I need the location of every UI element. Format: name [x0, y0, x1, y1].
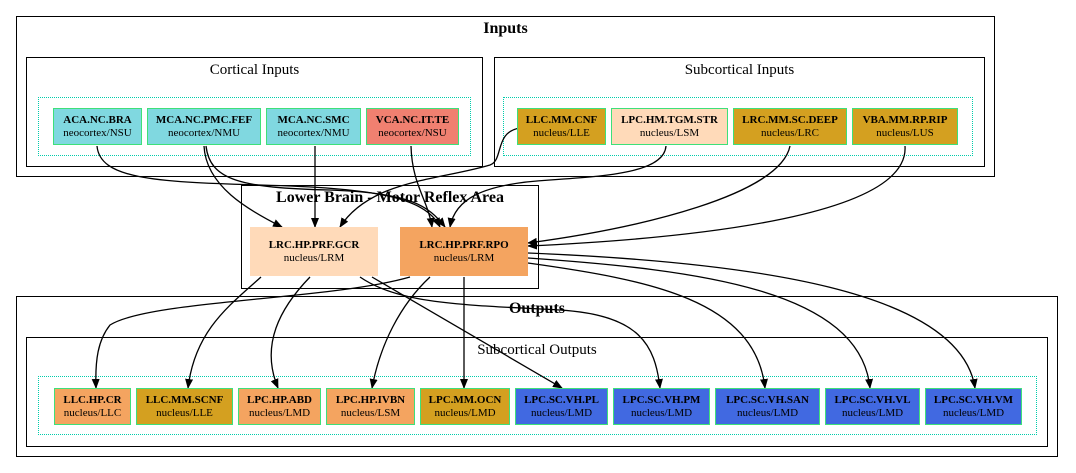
node-sublabel: nucleus/LRM	[433, 251, 495, 264]
edge-lpc-hm-tgm-str-to-rpo	[447, 145, 667, 228]
node-sublabel: neocortex/NSU	[378, 126, 447, 139]
node-label: LPC.SC.VH.SAN	[726, 393, 809, 406]
node-sublabel: nucleus/LLC	[63, 406, 122, 419]
node-lpc-hp-abd[interactable]: LPC.HP.ABD nucleus/LMD	[238, 388, 321, 425]
edge-rpo-to-lpc-sc-vh-san	[527, 262, 768, 389]
subcortical-outputs-group	[38, 376, 1037, 435]
subcortical-inputs-group	[503, 97, 973, 156]
node-llc-hp-cr[interactable]: LLC.HP.CR nucleus/LLC	[54, 388, 131, 425]
node-sublabel: nucleus/LMD	[248, 406, 311, 419]
node-sublabel: nucleus/LLE	[533, 126, 590, 139]
node-llc-mm-scnf[interactable]: LLC.MM.SCNF nucleus/LLE	[136, 388, 233, 425]
cluster-subcortical-inputs-title: Subcortical Inputs	[684, 62, 795, 78]
node-mca-nc-smc[interactable]: MCA.NC.SMC neocortex/NMU	[266, 108, 361, 145]
node-label: LLC.MM.SCNF	[145, 393, 224, 406]
node-lrc-mm-sc-deep[interactable]: LRC.MM.SC.DEEP nucleus/LRC	[733, 108, 847, 145]
node-label: MCA.NC.PMC.FEF	[155, 113, 253, 126]
edge-vca-nc-it-te-to-rpo	[410, 145, 435, 228]
edge-mca-nc-pmc-fef-to-gcr	[203, 145, 283, 228]
node-lpc-mm-ocn[interactable]: LPC.MM.OCN nucleus/LMD	[420, 388, 510, 425]
node-sublabel: nucleus/LRC	[760, 126, 820, 139]
cluster-subcortical-outputs: Subcortical Outputs	[26, 337, 1048, 447]
cluster-subcortical-inputs: Subcortical Inputs	[494, 57, 985, 167]
edge-vba-mm-rp-rip-to-rpo	[527, 145, 906, 250]
edge-rpo-to-lpc-sc-vh-vm	[527, 252, 978, 389]
node-lpc-sc-vh-pl[interactable]: LPC.SC.VH.PL nucleus/LMD	[515, 388, 608, 425]
node-label: LPC.HP.IVBN	[335, 393, 406, 406]
cluster-cortical-inputs-title: Cortical Inputs	[209, 62, 300, 78]
cluster-cortical-inputs: Cortical Inputs	[26, 57, 483, 167]
node-llc-mm-cnf[interactable]: LLC.MM.CNF nucleus/LLE	[517, 108, 606, 145]
node-sublabel: nucleus/LUS	[876, 126, 934, 139]
node-label: LLC.MM.CNF	[525, 113, 598, 126]
cortical-inputs-group	[38, 97, 471, 156]
node-aca-nc-bra[interactable]: ACA.NC.BRA neocortex/NSU	[53, 108, 142, 145]
node-label: LRC.HP.PRF.GCR	[268, 238, 360, 251]
node-label: LPC.MM.OCN	[428, 393, 502, 406]
node-sublabel: nucleus/LLE	[156, 406, 213, 419]
node-sublabel: nucleus/LRM	[283, 251, 345, 264]
node-label: MCA.NC.SMC	[277, 113, 350, 126]
edge-gcr-to-lpc-sc-vh-pl	[371, 276, 563, 389]
node-sublabel: neocortex/NMU	[167, 126, 241, 139]
node-label: LLC.HP.CR	[63, 393, 122, 406]
node-lpc-hm-tgm-str[interactable]: LPC.HM.TGM.STR nucleus/LSM	[611, 108, 728, 145]
node-lpc-sc-vh-pm[interactable]: LPC.SC.VH.PM nucleus/LMD	[613, 388, 710, 425]
node-lpc-sc-vh-vl[interactable]: LPC.SC.VH.VL nucleus/LMD	[825, 388, 920, 425]
node-label: LRC.HP.PRF.RPO	[419, 238, 509, 251]
node-sublabel: nucleus/LMD	[942, 406, 1005, 419]
edge-llc-mm-cnf-to-gcr	[339, 127, 521, 228]
node-lpc-sc-vh-vm[interactable]: LPC.SC.VH.VM nucleus/LMD	[925, 388, 1022, 425]
node-sublabel: nucleus/LMD	[736, 406, 799, 419]
edge-rpo-to-lpc-sc-vh-vl	[527, 257, 874, 389]
node-label: LPC.SC.VH.PM	[622, 393, 701, 406]
edge-lrc-mm-sc-deep-to-rpo	[527, 145, 791, 246]
node-sublabel: nucleus/LMD	[530, 406, 593, 419]
node-sublabel: nucleus/LSM	[340, 406, 401, 419]
node-label: VCA.NC.IT.TE	[375, 113, 450, 126]
node-label: LPC.HM.TGM.STR	[621, 113, 718, 126]
edge-gcr-to-lpc-hp-abd	[185, 276, 262, 389]
node-sublabel: neocortex/NMU	[277, 126, 350, 139]
node-vca-nc-it-te[interactable]: VCA.NC.IT.TE neocortex/NSU	[366, 108, 459, 145]
node-lpc-hp-ivbn[interactable]: LPC.HP.IVBN nucleus/LSM	[326, 388, 415, 425]
node-vba-mm-rp-rip[interactable]: VBA.MM.RP.RIP nucleus/LUS	[852, 108, 958, 145]
node-label: LPC.HP.ABD	[247, 393, 312, 406]
node-lrc-hp-prf-rpo[interactable]: LRC.HP.PRF.RPO nucleus/LRM	[400, 227, 528, 276]
node-label: LPC.SC.VH.PL	[524, 393, 599, 406]
node-label: LPC.SC.VH.VM	[933, 393, 1014, 406]
node-lpc-sc-vh-san[interactable]: LPC.SC.VH.SAN nucleus/LMD	[715, 388, 820, 425]
cluster-lower-brain-title: Lower Brain - Motor Reflex Area	[276, 189, 504, 206]
cluster-inputs-title: Inputs	[483, 20, 528, 37]
node-sublabel: nucleus/LMD	[630, 406, 693, 419]
edge-rpo-to-llc-hp-cr	[91, 276, 411, 389]
node-label: LRC.MM.SC.DEEP	[742, 113, 838, 126]
cluster-lower-brain: Lower Brain - Motor Reflex Area	[241, 185, 539, 289]
node-sublabel: nucleus/LMD	[841, 406, 904, 419]
node-sublabel: nucleus/LSM	[639, 126, 700, 139]
edge-gcr-to-lpc-sc-vh-pm	[359, 276, 663, 389]
cluster-inputs: Inputs	[16, 16, 995, 177]
node-label: LPC.SC.VH.VL	[834, 393, 911, 406]
edge-gcr-to-llc-mm-scnf	[270, 276, 311, 389]
edge-mca-nc-pmc-fef-to-rpo	[205, 145, 446, 228]
node-sublabel: neocortex/NSU	[63, 126, 132, 139]
node-mca-nc-pmc-fef[interactable]: MCA.NC.PMC.FEF neocortex/NMU	[147, 108, 261, 145]
cluster-subcortical-outputs-title: Subcortical Outputs	[477, 342, 597, 358]
edge-rpo-to-lpc-hp-ivbn	[369, 276, 431, 389]
node-label: ACA.NC.BRA	[63, 113, 132, 126]
node-lrc-hp-prf-gcr[interactable]: LRC.HP.PRF.GCR nucleus/LRM	[250, 227, 378, 276]
node-label: VBA.MM.RP.RIP	[862, 113, 948, 126]
node-sublabel: nucleus/LMD	[434, 406, 496, 419]
